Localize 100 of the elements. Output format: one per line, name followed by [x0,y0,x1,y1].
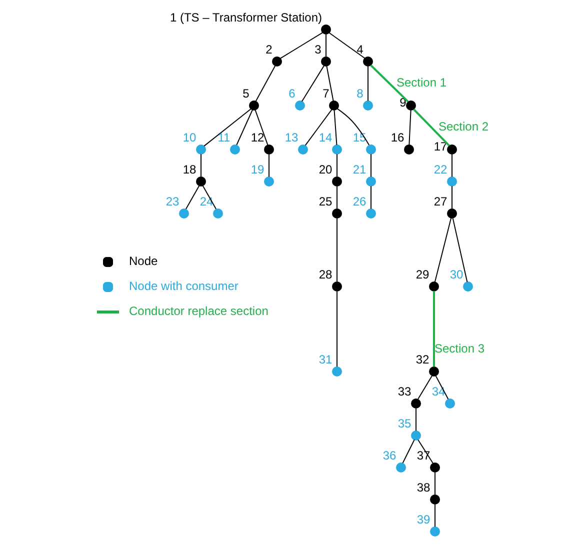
node-label: 13 [284,130,298,145]
node-circle [332,176,342,186]
connector [336,186,337,210]
legend-label: Node with consumer [128,279,238,294]
connector [417,375,432,400]
node-circle [328,100,338,110]
edge-label: Section 2 [438,120,488,134]
connector [370,154,371,178]
node-label: 34 [431,384,445,399]
connector [402,439,414,464]
node-circle [212,208,222,218]
node-circle [428,282,438,292]
node-label: 17 [433,140,447,154]
node-label: 24 [199,194,213,209]
node-circle [196,176,206,186]
edge-label: Section 3 [434,342,484,356]
connector [268,154,269,178]
node-circle [320,24,330,34]
connector [370,64,408,102]
node-circle [404,144,414,154]
node-circle [332,282,342,292]
connector [304,109,332,146]
connector [184,185,200,210]
node-circle [264,176,274,186]
node-circle [298,144,308,154]
node-circle [332,366,342,376]
connector [367,66,368,102]
node-label: 21 [352,162,366,177]
node-circle [430,462,440,472]
node-circle [362,100,372,110]
node-label: 10 [182,130,196,145]
legend-label: Conductor replace section [128,304,268,318]
connector [326,66,334,102]
node-circle [320,56,330,66]
connector [236,109,252,146]
connector [333,110,337,146]
connector [434,375,448,400]
node-label: 39 [416,512,430,527]
node-circle [446,208,456,218]
node-label: 19 [250,162,264,177]
node-label: 14 [318,130,332,145]
connector [254,110,268,146]
node-label: 2 [265,42,272,57]
connector [254,65,276,102]
node-label: 12 [250,130,264,145]
connector [451,154,452,178]
connector [300,65,324,102]
node-circle [264,144,274,154]
node-circle [446,176,456,186]
connector [202,185,216,210]
node-circle [406,100,416,110]
connector [336,290,337,368]
node-circle [446,144,456,154]
node-label: 28 [318,268,332,282]
connector [325,34,326,58]
node-circle [332,144,342,154]
connector [336,108,370,146]
connector [452,218,468,282]
node-label: 5 [242,86,249,101]
node-label: 3 [314,42,321,57]
connector [434,217,452,282]
node-label: 18 [182,162,196,177]
node-circle [362,56,372,66]
node-label: 27 [433,194,447,209]
node-label: 23 [165,194,179,209]
node-label: 1 (TS – Transformer Station) [169,10,322,25]
connector [412,108,450,146]
node-label: 8 [356,86,363,101]
connector [280,32,322,59]
node-label: 33 [397,384,411,399]
node-circle [462,282,472,292]
connector [408,110,411,146]
node-circle [428,366,438,376]
node-label: 31 [318,352,332,367]
node-circle [366,144,376,154]
node-label: 36 [382,448,396,463]
connector [336,154,337,178]
node-circle [444,398,454,408]
node-label: 30 [449,268,463,282]
node-circle [272,56,282,66]
connector [451,186,452,210]
node-label: 32 [415,352,429,367]
node-label: 29 [415,268,429,282]
node-circle [196,144,206,154]
node-label: 6 [288,86,295,101]
connector [328,32,365,59]
node-circle [294,100,304,110]
node-circle [430,494,440,504]
node-label: 7 [322,86,329,101]
node-label: 22 [433,162,447,177]
connector [203,108,251,147]
node-circle [248,100,258,110]
connector [434,472,435,496]
node-circle [366,176,376,186]
node-label: 25 [318,194,332,209]
edge-label: Section 1 [396,76,446,90]
legend-label: Node [128,254,158,268]
node-circle [332,208,342,218]
connector [415,408,416,432]
node-circle [410,430,420,440]
